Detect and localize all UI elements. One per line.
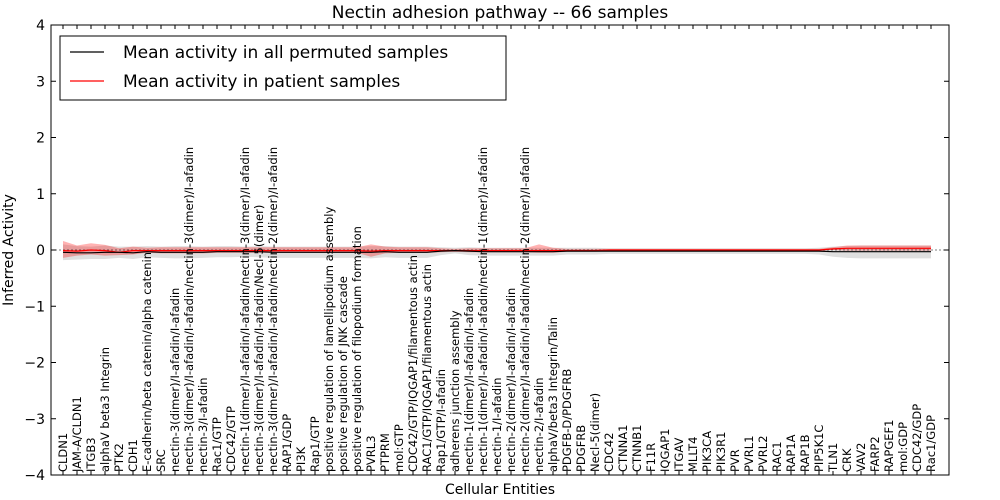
y-tick-label: −2: [24, 356, 45, 372]
x-tick-label: nectin-2(dimer)/I-afadin/I-afadin: [504, 288, 518, 472]
x-tick-label: TLN1: [826, 443, 840, 473]
x-tick-label: JAM-A/CLDN1: [70, 396, 84, 473]
x-tick-label: Rap1/GTP/I-afadin: [434, 369, 448, 472]
y-tick-label: 1: [36, 187, 45, 203]
x-tick-label: mol:GTP: [392, 424, 406, 472]
x-tick-label: PIK3CA: [700, 431, 714, 472]
x-tick-label: nectin-2/I-afadin: [532, 378, 546, 473]
x-tick-label: nectin-3/I-afadin: [196, 378, 210, 473]
x-tick-label: nectin-1/I-afadin: [490, 378, 504, 473]
x-tick-label: PDGFB-D/PDGFRB: [560, 369, 574, 472]
x-tick-label: CTNNA1: [616, 425, 630, 472]
band-series-1: [63, 241, 931, 258]
x-tick-label: RAP1B: [798, 434, 812, 472]
x-tick-label: nectin-3(dimer)/I-afadin/I-afadin: [168, 288, 182, 472]
x-tick-label: PVRL3: [364, 435, 378, 472]
x-tick-label: positive regulation of JNK cascade: [336, 276, 350, 472]
x-tick-label: Rac1/GDP: [924, 415, 938, 472]
x-tick-label: CDC42/GTP/IQGAP1/filamentous actin: [406, 255, 420, 472]
x-tick-label: Rap1/GTP: [308, 416, 322, 472]
x-tick-label: Necl-5(dimer): [588, 393, 602, 472]
x-tick-label: PIK3R1: [714, 432, 728, 473]
x-tick-label: IQGAP1: [658, 429, 672, 472]
y-tick-label: 4: [36, 18, 45, 34]
line-series-0: [62, 249, 931, 254]
legend-label-1: Mean activity in patient samples: [123, 72, 400, 92]
x-tick-label: adherens junction assembly: [448, 310, 462, 472]
x-tick-label: nectin-3(dimer)/I-afadin/I-afadin/nectin…: [182, 147, 196, 472]
x-tick-label: PVRL2: [756, 435, 770, 472]
x-tick-label: PDGFRB: [574, 425, 588, 472]
x-tick-label: nectin-1(dimer)/I-afadin/I-afadin/nectin…: [476, 147, 490, 472]
y-tick-label: 2: [36, 131, 45, 147]
y-axis-label: Inferred Activity: [1, 194, 17, 306]
x-tick-label: F11R: [644, 443, 658, 472]
y-tick-label: 0: [36, 243, 45, 259]
x-tick-label: CDH1: [126, 439, 140, 472]
x-tick-label: ITGB3: [84, 437, 98, 472]
x-tick-label: CRK: [840, 448, 854, 472]
legend-box: [59, 35, 507, 101]
line-series-1: [62, 247, 931, 253]
x-tick-label: mol:GDP: [896, 422, 910, 472]
x-tick-label: nectin-1(dimer)/I-afadin/I-afadin/nectin…: [238, 147, 252, 472]
x-tick-label: VAV2: [854, 443, 868, 472]
x-tick-label: RAC1: [770, 441, 784, 472]
x-tick-label: nectin-2(dimer)/I-afadin/I-afadin/nectin…: [518, 147, 532, 472]
x-tick-label: RAP1/GDP: [280, 414, 294, 472]
x-tick-label: PI3K: [294, 446, 308, 472]
x-tick-label: alphaV/beta3 Integrin/Talin: [546, 317, 560, 472]
x-tick-label: FARP2: [868, 436, 882, 472]
x-tick-label: PVRL1: [742, 435, 756, 472]
x-tick-label: RAP1A: [784, 434, 798, 472]
legend: Mean activity in all permuted samplesMea…: [59, 35, 507, 101]
x-tick-label: CLDN1: [56, 433, 70, 472]
x-tick-label: RAPGEF1: [882, 420, 896, 472]
plot-frame: [50, 24, 950, 476]
x-tick-label: CTNNB1: [630, 425, 644, 472]
x-tick-label: positive regulation of lamellipodium ass…: [322, 207, 336, 472]
y-tick-label: −4: [24, 468, 45, 484]
y-tick-label: 3: [36, 74, 45, 90]
x-tick-label: nectin-3(dimer)/I-afadin/I-afadin/nectin…: [266, 147, 280, 472]
chart-title: Nectin adhesion pathway -- 66 samples: [332, 3, 669, 23]
x-tick-label: MLLT4: [686, 437, 700, 473]
x-tick-label: nectin-1(dimer)/I-afadin/I-afadin: [462, 288, 476, 472]
series-lines: [62, 247, 931, 254]
x-tick-label: CDC42/GDP: [910, 404, 924, 472]
x-axis-label: Cellular Entities: [445, 482, 555, 498]
x-tick-label: CDC42: [602, 432, 616, 472]
x-tick-label: positive regulation of filopodium format…: [350, 226, 364, 472]
x-tick-label: PIP5K1C: [812, 425, 826, 472]
x-tick-label: Rac1/GTP: [210, 417, 224, 472]
x-tick-label: nectin-3(dimer)/I-afadin/I-afadin/Necl-5…: [252, 205, 266, 472]
x-tick-label: CDC42/GTP: [224, 406, 238, 472]
x-tick-label: E-cadherin/beta catenin/alpha catenin: [140, 252, 154, 472]
legend-label-0: Mean activity in all permuted samples: [123, 43, 448, 63]
y-axis-ticks: −4 −3 −2 −1 0 1 2 3 4: [24, 18, 949, 484]
x-tick-label: PTK2: [112, 443, 126, 472]
x-tick-label: RAC1/GTP/IQGAP1/filamentous actin: [420, 264, 434, 472]
x-tick-label: alphaV beta3 Integrin: [98, 347, 112, 472]
x-tick-label: PTPRM: [378, 433, 392, 472]
y-tick-label: −3: [24, 412, 45, 428]
x-tick-label: ITGAV: [672, 438, 686, 472]
x-tick-label: PVR: [728, 449, 742, 472]
y-tick-label: −1: [24, 299, 45, 315]
x-tick-label: SRC: [154, 449, 168, 472]
